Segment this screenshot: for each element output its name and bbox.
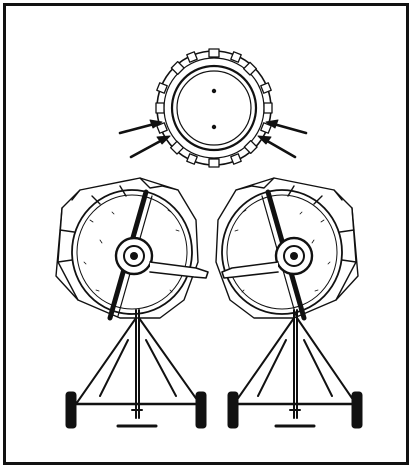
mixer-right-wheel-right (351, 391, 363, 429)
mixer-right-wheel-left (227, 391, 239, 429)
mixer-right-stand (228, 309, 362, 428)
ring-notches (155, 48, 273, 168)
mixer-right-texture (234, 209, 331, 293)
ring-bore (170, 64, 258, 152)
mixer-right-handle (221, 261, 279, 279)
mixer-left-wheel-left (65, 391, 77, 429)
mixer-left-stand (70, 309, 206, 428)
ring-gear-detail (118, 48, 308, 168)
mixer-left (55, 177, 209, 429)
arrows (118, 119, 308, 159)
mixer-right (215, 177, 363, 429)
ring-bore-inner (176, 70, 252, 146)
ring-hole-bottom (211, 124, 217, 130)
mixer-left-texture (83, 209, 180, 293)
mixer-right-rim (221, 189, 343, 315)
ring-hole-top (211, 88, 217, 94)
mixer-left-rim (71, 189, 193, 315)
mixer-left-wheel-right (195, 391, 207, 429)
mixer-left-handle (149, 261, 209, 279)
